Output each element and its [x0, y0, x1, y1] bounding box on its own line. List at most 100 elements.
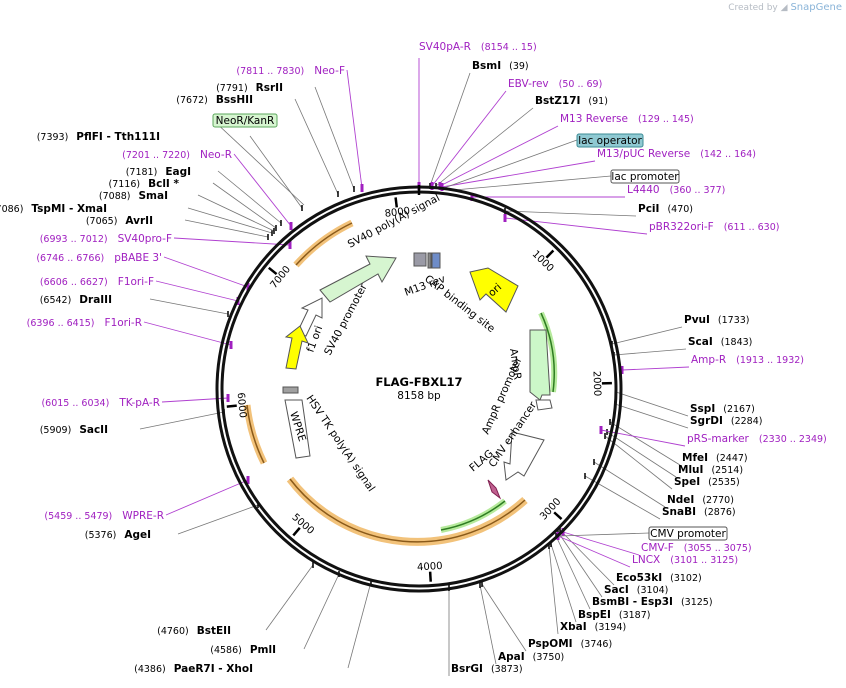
primer-name: M13/pUC Reverse: [597, 148, 690, 160]
primer-label-pbabe-3-: (6746 .. 6766) pBABE 3': [36, 252, 162, 264]
hsv-tk-polya-box: [282, 386, 299, 394]
enzyme-position: (3750): [533, 652, 565, 663]
primer-label-f1ori-f: (6606 .. 6627)F1ori-F: [40, 276, 154, 288]
enzyme-leader-avrii: [184, 219, 269, 238]
enzyme-position: (3187): [619, 610, 651, 621]
snapgene-credit: Created by ◢ SnapGene: [728, 2, 842, 13]
feature-box-label-cmv-promoter: CMV promoter: [650, 528, 726, 540]
enzyme-position: (2284): [731, 416, 763, 427]
feature-box-lac-operator: [576, 133, 644, 148]
primer-site-neo-r: [289, 222, 293, 230]
enzyme-leader-paer7i-xhoi: [347, 581, 372, 669]
primer-range: (8154 .. 15): [481, 42, 537, 53]
enzyme-leader-bsshii: [294, 98, 339, 195]
primer-leader-pbabe-3-: [163, 256, 249, 288]
enzyme-name: PaeR7I - XhoI: [174, 663, 253, 675]
enzyme-label-smai: (7088)SmaI: [99, 190, 168, 202]
enzyme-name: BstZ17I: [535, 95, 580, 107]
feature-box-cmv-promoter: [648, 526, 728, 541]
primer-leader-m13-puc-reverse: [441, 160, 596, 188]
enzyme-name: NdeI: [667, 494, 694, 506]
enzyme-name: BspEI: [578, 609, 611, 621]
enzyme-name: SnaBI: [662, 506, 696, 518]
tick-label-8000: 8000: [384, 206, 411, 220]
enzyme-leader-rsrii: [314, 86, 355, 190]
primer-label-pbr322ori-f: pBR322ori-F(611 .. 630): [649, 221, 779, 233]
enzyme-name: TspMI - XmaI: [31, 203, 107, 215]
primer-label-cmv-f: CMV-F(3055 .. 3075): [641, 542, 752, 554]
primer-name: Neo-F: [314, 65, 345, 77]
enzyme-name: MfeI: [682, 452, 708, 464]
enzyme-position: (2876): [704, 507, 736, 518]
enzyme-name: PflFI - Tth111I: [76, 131, 160, 143]
enzyme-name: ApaI: [498, 651, 525, 663]
primer-site-wpre-r: [246, 476, 250, 484]
primer-range: (1913 .. 1932): [736, 355, 804, 366]
primer-leader-neo-r: [233, 153, 292, 227]
primer-name: WPRE-R: [122, 510, 164, 522]
enzyme-name: BclI *: [148, 178, 179, 190]
primer-label-sv40pa-r: SV40pA-R(8154 .. 15): [419, 41, 537, 53]
tick-label-6000: 6000: [235, 392, 248, 418]
tick-mark-1000: [545, 249, 555, 259]
enzyme-leader-eco53ki: [559, 529, 615, 586]
ampr-green-arc-core: [540, 312, 555, 393]
enzyme-label-bstz17i: BstZ17I(91): [535, 95, 608, 107]
tick-label-5000: 5000: [289, 512, 315, 537]
enzyme-label-rsrii: (7791) RsrII: [216, 82, 283, 94]
enzyme-leader-smai: [197, 194, 275, 232]
primer-range: (7201 .. 7220): [122, 150, 190, 161]
feature-box-label-lac-operator: lac operator: [578, 135, 642, 147]
primer-leader-m13-reverse: [439, 125, 559, 187]
enzyme-name: RsrII: [256, 82, 283, 94]
enzyme-label-bcli-: (7116)BclI *: [109, 178, 180, 190]
primer-site-tk-pa-r: [226, 394, 230, 402]
enzyme-label-ndei: NdeI(2770): [667, 494, 734, 506]
primer-name: EBV-rev: [508, 78, 549, 90]
enzyme-leader-agei: [177, 504, 259, 535]
enzyme-position: (1843): [721, 337, 753, 348]
primer-label-wpre-r: (5459 .. 5479)WPRE-R: [44, 510, 164, 522]
enzyme-position: (470): [667, 204, 693, 215]
enzyme-position: (3102): [670, 573, 702, 584]
enzyme-leader-eagi: [217, 170, 282, 224]
primer-range: (6015 .. 6034): [41, 398, 109, 409]
enzyme-name: EagI: [165, 166, 191, 178]
primer-range: (50 .. 69): [559, 79, 603, 90]
enzyme-position: (3125): [681, 597, 713, 608]
enzyme-label-spei: SpeI(2535): [674, 476, 740, 488]
enzyme-name: BsmI: [472, 60, 501, 72]
primer-range: (6396 .. 6415): [27, 318, 95, 329]
enzyme-label-sspi: SspI(2167): [690, 403, 755, 415]
enzyme-position: (7791): [216, 83, 248, 94]
primer-site-pbabe-3-: [246, 283, 250, 291]
lac-operator-box: [431, 252, 441, 269]
tick-label-7000: 7000: [269, 264, 294, 291]
enzyme-position: (6542): [40, 295, 72, 306]
enzyme-label-avrii: (7065)AvrII: [86, 215, 153, 227]
primer-name: pBABE 3': [114, 252, 162, 264]
primer-range: (3101 .. 3125): [670, 555, 738, 566]
tick-mark-5000: [292, 527, 301, 537]
ampr-arrow: [529, 329, 551, 401]
cmv-enhancer-arrow: [503, 431, 545, 481]
tick-label-2000: 2000: [591, 371, 603, 397]
primer-range: (129 .. 145): [638, 114, 694, 125]
enzyme-label-agei: (5376)AgeI: [85, 529, 151, 541]
primer-range: (6746 .. 6766): [36, 253, 104, 264]
enzyme-name: SmaI: [139, 190, 169, 202]
primer-site-m13-reverse: [438, 182, 442, 190]
enzyme-label-bsmbi-esp3i: BsmBI - Esp3I(3125): [592, 596, 713, 608]
enzyme-label-eco53ki: Eco53kI(3102): [616, 572, 702, 584]
primer-label-amp-r: Amp-R(1913 .. 1932): [691, 354, 804, 366]
puro-green-arc-core: [440, 500, 506, 531]
enzyme-leader-snabi: [584, 475, 661, 520]
enzyme-label-eagi: (7181)EagI: [126, 166, 191, 178]
primer-name: TK-pA-R: [118, 397, 160, 409]
enzyme-position: (4586): [210, 645, 242, 656]
enzyme-leader-bspei: [550, 543, 577, 623]
primer-range: (142 .. 164): [700, 149, 756, 160]
enzyme-name: PmlI: [250, 644, 276, 656]
enzyme-position: (1733): [718, 315, 750, 326]
